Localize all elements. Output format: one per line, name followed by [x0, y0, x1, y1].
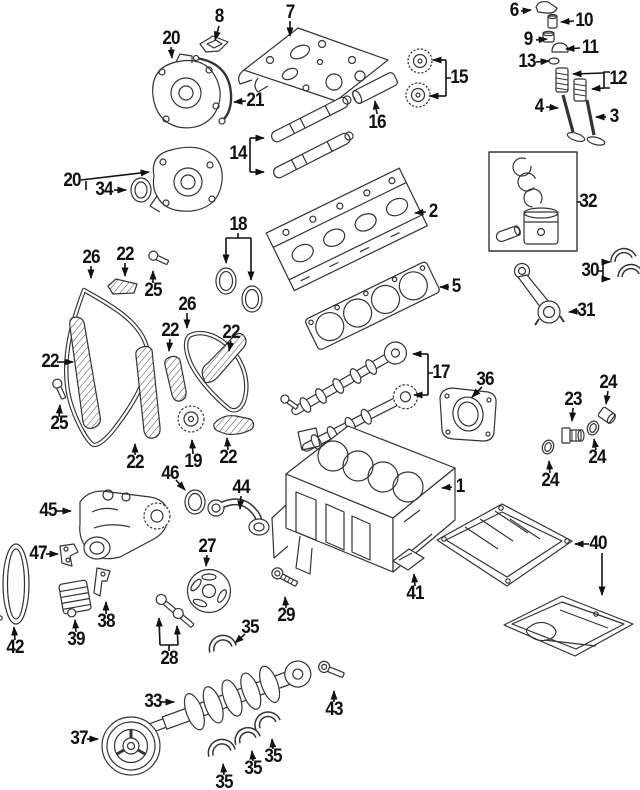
part-oil-pump	[79, 489, 171, 560]
part-cam-bracket	[199, 35, 229, 53]
part-block-bracket	[392, 548, 425, 571]
part-camshaft-pair-lower	[280, 341, 419, 452]
part-front-crank-seal	[130, 177, 152, 203]
part-pump-belt	[2, 543, 30, 625]
part-valvetrain-small	[535, 0, 587, 102]
part-timing-cover-gasket	[192, 54, 233, 125]
part-crank-pulley	[101, 716, 161, 776]
part-pump-o-ring	[184, 489, 206, 515]
part-drain-bolt	[318, 660, 345, 678]
part-valve-cover	[238, 27, 389, 102]
part-upper-timing-cover	[152, 53, 221, 129]
part-timing-chain-2	[183, 331, 249, 413]
part-camshaft-gears	[405, 48, 433, 108]
part-oil-pan	[0, 503, 634, 657]
part-crankshaft	[149, 660, 312, 733]
part-guide-bolts	[52, 250, 170, 400]
leader-lines	[11, 7, 611, 776]
part-engine-block	[271, 425, 456, 575]
part-camshaft-tube	[352, 72, 398, 105]
part-cooler-bracket	[93, 567, 111, 597]
part-camshaft-pair-upper	[270, 95, 354, 179]
part-connecting-rod	[513, 262, 565, 326]
part-main-bearing-upper	[208, 634, 237, 653]
part-head-gasket	[305, 261, 440, 350]
part-piston-kit	[488, 151, 578, 252]
part-flexplate-bolts	[155, 593, 195, 628]
part-sensor-bolt	[271, 567, 299, 587]
part-crank-sprocket	[177, 405, 205, 433]
part-main-bearings-lower	[207, 711, 281, 757]
part-valves	[561, 94, 606, 146]
part-oil-pickup-tube	[207, 498, 270, 536]
part-chain-guides	[69, 278, 255, 439]
part-cylinder-head	[265, 167, 428, 292]
part-lower-timing-cover	[149, 146, 223, 213]
part-plugs-rings	[541, 406, 616, 455]
part-pump-bracket	[59, 543, 79, 567]
part-flexplate	[186, 568, 232, 614]
part-rod-bearings	[610, 247, 640, 278]
part-o-ring-set	[215, 267, 263, 313]
part-oil-cooler	[58, 579, 92, 618]
part-rear-main-seal	[439, 387, 497, 442]
part-timing-chain-1	[63, 287, 151, 448]
